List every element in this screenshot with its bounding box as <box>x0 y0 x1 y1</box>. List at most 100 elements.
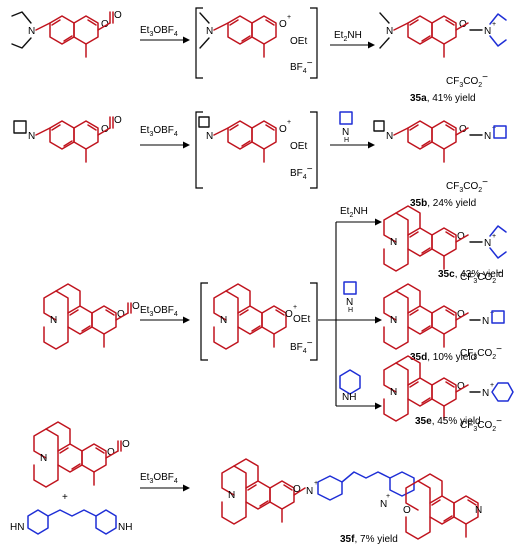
svg-text:+: + <box>492 21 496 28</box>
svg-text:O: O <box>107 447 115 458</box>
svg-text:N: N <box>484 131 491 142</box>
svg-text:OEt: OEt <box>293 314 310 325</box>
svg-text:BF4−: BF4− <box>290 164 313 181</box>
product-35f: N O N + N + O N 35f, 7% yield <box>221 458 482 545</box>
plus-sign: + <box>62 492 68 503</box>
start-material-julolidine-coumarin-2: N O O <box>33 421 130 488</box>
svg-text:N: N <box>386 131 393 142</box>
product-35a: N O N + CF3CO2− 35a, 41% yield <box>379 12 507 104</box>
svg-text:N: N <box>28 131 35 142</box>
svg-text:CF3CO2−: CF3CO2− <box>460 344 502 361</box>
intermediate-bracket-1: N O + OEt BF4− <box>195 7 318 79</box>
svg-text:+: + <box>287 119 291 126</box>
svg-text:N: N <box>390 237 397 248</box>
svg-text:N: N <box>206 26 213 37</box>
svg-text:CF3CO2−: CF3CO2− <box>460 268 502 285</box>
reaction-arrow-2: Et2NH <box>330 30 375 49</box>
product-35c: N O N + CF3CO2− 35c, 43% yield <box>383 205 507 285</box>
svg-text:NH: NH <box>118 522 132 533</box>
svg-text:N: N <box>390 315 397 326</box>
svg-text:BF4−: BF4− <box>290 338 313 355</box>
reagent-et3obf4: Et3OBF4 <box>140 25 178 38</box>
svg-text:CF3CO2−: CF3CO2− <box>460 416 502 433</box>
reaction-arrow-6: Et3OBF4 <box>140 472 190 492</box>
svg-text:O: O <box>457 381 465 392</box>
svg-text:O: O <box>293 484 301 495</box>
svg-text:+: + <box>492 233 496 240</box>
svg-text:N: N <box>484 238 491 249</box>
svg-text:N: N <box>346 297 353 308</box>
svg-text:O: O <box>459 124 467 135</box>
carbonyl-o-label: O <box>114 10 122 21</box>
svg-text:N: N <box>220 315 227 326</box>
amine-n-label: N <box>28 26 35 37</box>
reaction-arrow-5: Et3OBF4 <box>140 305 190 324</box>
svg-text:OEt: OEt <box>290 141 307 152</box>
branching-arrows: Et2NH N H NH <box>318 206 382 410</box>
yield-35f: 35f, 7% yield <box>340 534 398 545</box>
ring-o-label: O <box>101 19 109 30</box>
yield-35b: 35b, 24% yield <box>410 198 476 209</box>
reaction-arrow-3: Et3OBF4 <box>140 125 190 149</box>
product-35b: N O N + CF3CO2− 35b, 24% yield <box>373 120 507 209</box>
bf4-counterion: BF4− <box>290 58 313 75</box>
yield-35a: 35a, 41% yield <box>410 93 476 104</box>
svg-text:Et3OBF4: Et3OBF4 <box>140 472 178 485</box>
svg-text:O: O <box>403 505 411 516</box>
svg-text:+: + <box>386 493 390 500</box>
svg-text:O: O <box>279 19 287 30</box>
svg-text:+: + <box>314 480 318 487</box>
svg-text:O: O <box>459 19 467 30</box>
svg-text:HN: HN <box>10 522 24 533</box>
svg-text:N: N <box>306 486 313 497</box>
svg-text:O: O <box>117 309 125 320</box>
cf3co2-counterion: CF3CO2− <box>446 72 488 89</box>
svg-text:+: + <box>490 382 494 389</box>
reaction-arrow-4: N H <box>330 111 375 149</box>
svg-text:N: N <box>206 131 213 142</box>
start-material-julolidine-coumarin: N O O <box>43 283 140 350</box>
svg-text:N: N <box>482 316 489 327</box>
svg-text:O: O <box>457 309 465 320</box>
svg-text:Et3OBF4: Et3OBF4 <box>140 305 178 318</box>
svg-text:N: N <box>386 26 393 37</box>
svg-text:N: N <box>482 388 489 399</box>
reaction-arrow-1: Et3OBF4 <box>140 25 190 44</box>
svg-text:Et2NH: Et2NH <box>340 206 368 219</box>
svg-text:N: N <box>50 315 57 326</box>
svg-text:N: N <box>228 490 235 501</box>
svg-text:H: H <box>344 137 349 144</box>
svg-text:H: H <box>348 307 353 314</box>
yield-35e: 35e, 45% yield <box>415 416 481 427</box>
reagent-et2nh: Et2NH <box>334 30 362 43</box>
svg-text:N: N <box>342 127 349 138</box>
product-35e: N O N + CF3CO2− 35e, 45% yield <box>383 355 514 433</box>
svg-text:O: O <box>285 309 293 320</box>
svg-text:+: + <box>293 304 297 311</box>
yield-35c: 35c, 43% yield <box>438 269 504 280</box>
svg-text:N: N <box>380 499 387 510</box>
product-35d: N O N + CF3CO2− 35d, 10% yield <box>383 283 505 363</box>
svg-text:O: O <box>114 115 122 126</box>
start-material-diethylamino-coumarin: N O O <box>11 10 122 58</box>
svg-text:O: O <box>132 301 140 312</box>
start-material-azetidinyl-coumarin: N O O <box>13 115 122 163</box>
oet-label: OEt <box>290 36 307 47</box>
svg-text:+: + <box>287 14 291 21</box>
svg-text:O: O <box>122 439 130 450</box>
svg-text:N: N <box>484 26 491 37</box>
svg-text:CF3CO2−: CF3CO2− <box>446 177 488 194</box>
svg-text:N: N <box>390 387 397 398</box>
bis-piperidine-reagent: HN NH <box>10 509 132 535</box>
svg-text:N: N <box>40 453 47 464</box>
svg-text:O: O <box>279 124 287 135</box>
svg-text:O: O <box>101 124 109 135</box>
yield-35d: 35d, 10% yield <box>410 352 476 363</box>
svg-text:Et3OBF4: Et3OBF4 <box>140 125 178 138</box>
svg-text:N: N <box>475 505 482 516</box>
svg-text:O: O <box>457 231 465 242</box>
intermediate-bracket-2: N O + OEt BF4− <box>195 111 318 189</box>
intermediate-bracket-3: N O + OEt BF4− <box>200 282 318 361</box>
svg-text:NH: NH <box>342 392 356 403</box>
